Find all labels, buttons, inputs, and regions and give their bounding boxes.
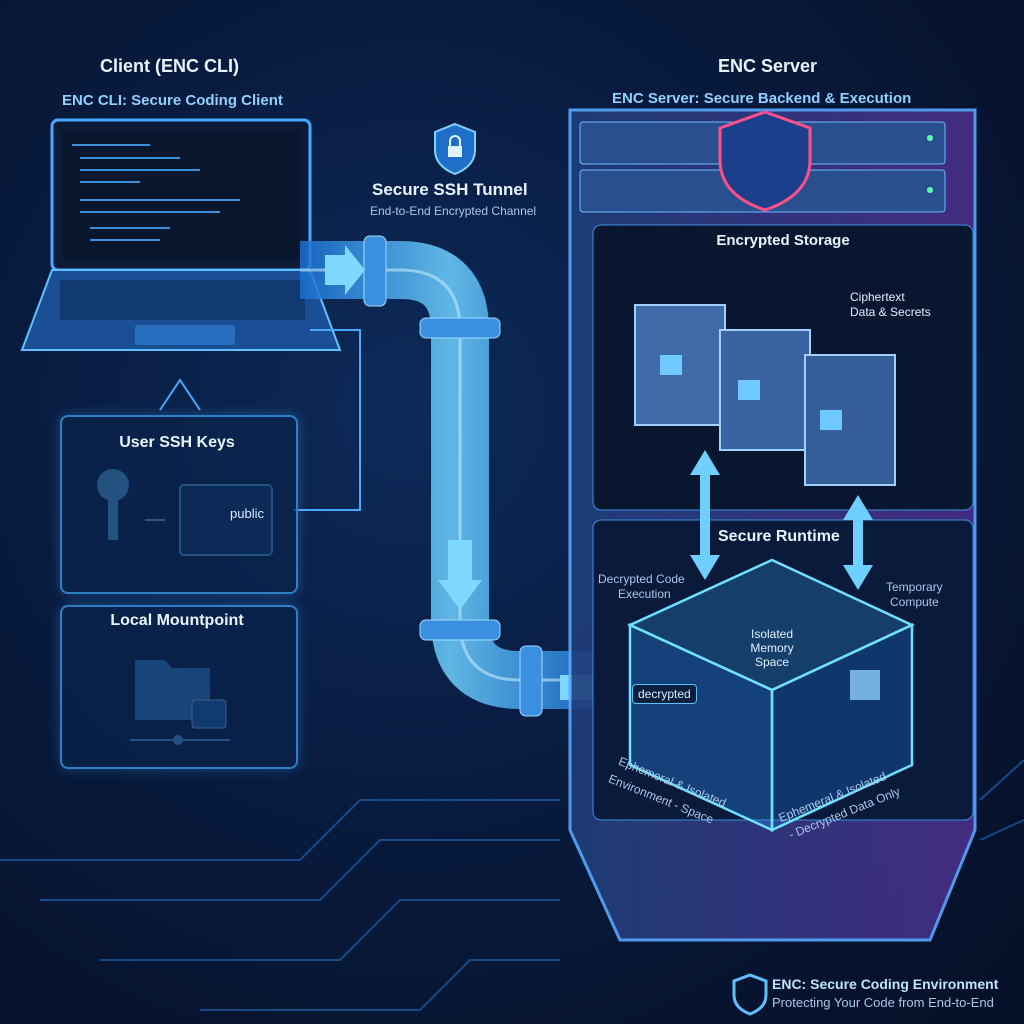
isolated-label-3: Space (754, 655, 790, 669)
tunnel-subtitle: End-to-End Encrypted Channel (370, 204, 537, 218)
client-title: Client (ENC CLI) (100, 56, 239, 76)
isolated-label: Isolated (750, 627, 794, 641)
footer-tagline: Protecting Your Code from End-to-End (772, 995, 994, 1010)
temp-compute-label: Temporary (886, 580, 943, 594)
circuit-traces (0, 759, 1024, 1011)
ciphertext-label-2: Data & Secrets (850, 305, 931, 319)
footer-title: ENC: Secure Coding Environment (772, 976, 999, 992)
server-title: ENC Server (718, 56, 818, 76)
server-subtitle: ENC Server: Secure Backend & Execution (612, 90, 912, 107)
ciphertext-label: Ciphertext (850, 290, 905, 304)
encrypted-safes (634, 304, 896, 486)
runtime-title: Secure Runtime (718, 528, 840, 545)
ssh-keys-panel (60, 415, 298, 594)
decrypted-exec-label: Decrypted Code (598, 572, 685, 586)
client-subtitle: ENC CLI: Secure Coding Client (62, 92, 283, 109)
decrypted-badge: decrypted (632, 684, 697, 704)
mountpoint-panel (60, 605, 298, 769)
mountpoint-title: Local Mountpoint (110, 612, 244, 629)
ssh-keys-title: User SSH Keys (119, 434, 235, 451)
server-shield-icon (718, 110, 812, 212)
decrypted-exec-label-2: Execution (618, 587, 671, 601)
isolated-label-2: Memory (750, 641, 794, 655)
laptop-illustration (20, 118, 342, 351)
enc-logo-icon (732, 973, 768, 1016)
storage-title: Encrypted Storage (716, 232, 850, 249)
tunnel-title: Secure SSH Tunnel (372, 180, 528, 199)
public-key-label: public (230, 506, 264, 521)
temp-compute-label-2: Compute (890, 595, 939, 609)
